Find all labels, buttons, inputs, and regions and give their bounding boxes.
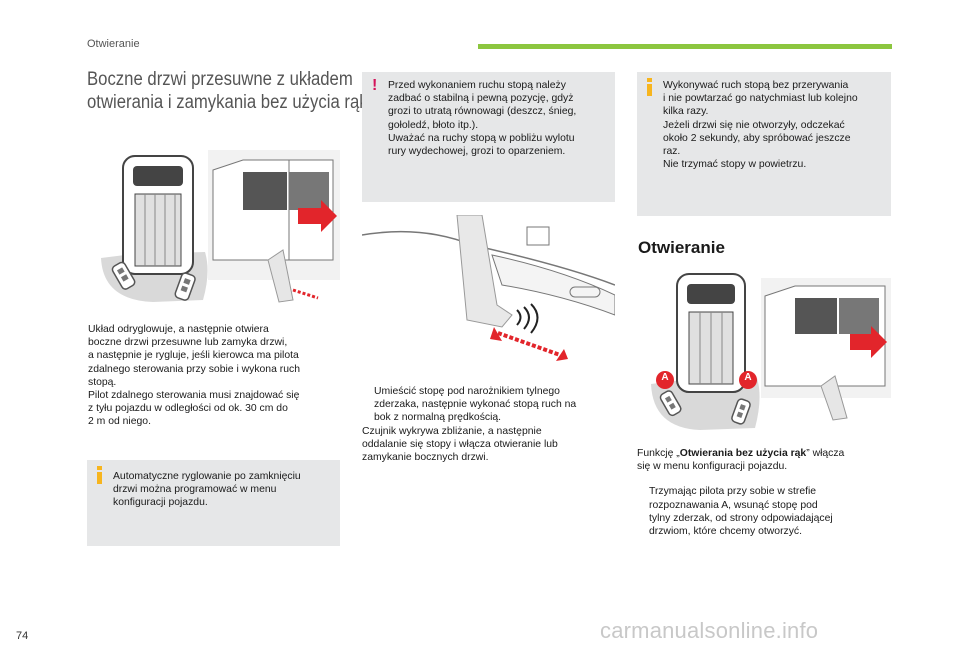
info-line: Wykonywać ruch stopą bez przerywania — [663, 80, 849, 91]
info-line: Nie trzymać stopy w powietrzu. — [663, 159, 807, 171]
bullet-item: Trzymając pilota przy sobie w strefie ro… — [637, 485, 893, 538]
info-box-autolock: Automatyczne ryglowanie po zamknięciu dr… — [87, 460, 340, 546]
page-title: Boczne drzwi przesuwne z układem otwiera… — [87, 68, 368, 114]
col1-line: zdalnego sterowania przy sobie i wykona … — [88, 363, 300, 375]
section-rule — [478, 44, 892, 49]
illustration-van-zones: A A — [645, 268, 891, 433]
info-line: Automatyczne ryglowanie po zamknięciu — [113, 471, 301, 482]
warning-line: Uważać na ruchy stopą w pobliżu wylotu — [388, 132, 575, 144]
bullet-line: Umieścić stopę pod narożnikiem tylnego — [374, 386, 560, 397]
function-line-1: Funkcję „Otwierania bez użycia rąk” włąc… — [637, 447, 893, 460]
subheading-opening: Otwieranie — [638, 238, 725, 257]
info-line: około 2 sekundy, aby spróbować jeszcze — [663, 132, 851, 144]
illustration-foot-under-bumper — [362, 215, 615, 375]
info-line: drzwi można programować w menu — [113, 484, 277, 496]
col1-line: z tyłu pojazdu w odległości od ok. 30 cm… — [88, 403, 288, 415]
bullet-line: rozpoznawania A, wsunąć stopę pod — [649, 499, 818, 511]
col2-line: zamykanie bocznych drzwi. — [362, 452, 489, 464]
info-line: kilka razy. — [663, 106, 709, 118]
illustration-van-top-and-side — [93, 150, 340, 310]
warning-line: zadbać o stabilną i pewną pozycję, gdyż — [388, 93, 574, 105]
bullet-line: drzwiom, które chcemy otworzyć. — [649, 526, 803, 538]
info-line: raz. — [663, 146, 681, 158]
zone-a-left-label: A — [661, 372, 669, 383]
warning-box: ! Przed wykonaniem ruchu stopą należy za… — [362, 72, 615, 202]
page-number: 74 — [16, 630, 29, 642]
bullet-item: Umieścić stopę pod narożnikiem tylnego z… — [362, 385, 617, 425]
function-bold: Otwierania bez użycia rąk — [679, 448, 807, 459]
info-line: Jeżeli drzwi się nie otworzyły, odczekać — [663, 119, 845, 131]
zone-a-right-label: A — [744, 372, 752, 383]
col1-line: 2 m od niego. — [88, 416, 151, 428]
function-line-2: się w menu konfiguracji pojazdu. — [637, 461, 788, 473]
col1-line: Układ odryglowuje, a następnie otwiera — [88, 324, 269, 335]
function-pre: Funkcję „ — [637, 448, 680, 459]
info-box-movement: Wykonywać ruch stopą bez przerywania i n… — [637, 72, 891, 216]
title-line-2: otwierania i zamykania bez użycia rąk — [87, 92, 368, 113]
info-icon — [97, 466, 102, 484]
warning-line: rury wydechowej, grozi to oparzeniem. — [388, 146, 566, 158]
bullet-line: Trzymając pilota przy sobie w strefie — [649, 486, 817, 498]
warning-line: grozi to utratą równowagi (deszcz, śnieg… — [388, 106, 577, 118]
zone-a-right-marker — [739, 371, 757, 389]
col2-instructions: Umieścić stopę pod narożnikiem tylnego z… — [362, 385, 617, 464]
col1-description: Układ odryglowuje, a następnie otwiera b… — [88, 323, 340, 429]
zone-a-left-marker — [656, 371, 674, 389]
info-icon — [647, 78, 652, 96]
info-line: i nie powtarzać go natychmiast lub kolej… — [663, 93, 858, 105]
info-line: konfiguracji pojazdu. — [113, 497, 208, 509]
section-label: Otwieranie — [87, 38, 140, 50]
col2-line: oddalanie się stopy i włącza otwieranie … — [362, 438, 558, 450]
function-post: ” włącza — [806, 448, 845, 459]
col1-line: stopą. — [88, 376, 117, 388]
col3-description: Funkcję „Otwierania bez użycia rąk” włąc… — [637, 447, 893, 538]
warning-icon: ! — [372, 77, 378, 94]
col1-line: a następnie je rygluje, jeśli kierowca m… — [88, 350, 299, 362]
bullet-line: bok z normalną prędkością. — [374, 412, 502, 424]
col2-line: Czujnik wykrywa zbliżanie, a następnie — [362, 425, 542, 437]
col1-line: Pilot zdalnego sterowania musi znajdować… — [88, 390, 300, 402]
bullet-line: tylny zderzak, od strony odpowiadającej — [649, 512, 833, 524]
watermark: carmanualsonline.info — [600, 618, 819, 643]
warning-line: Przed wykonaniem ruchu stopą należy — [388, 80, 566, 91]
warning-line: gołoledź, błoto itp.). — [388, 119, 479, 131]
bullet-line: zderzaka, następnie wykonać stopą ruch n… — [374, 399, 577, 411]
title-line-1: Boczne drzwi przesuwne z układem — [87, 69, 353, 90]
col1-line: boczne drzwi przesuwne lub zamyka drzwi, — [88, 337, 288, 349]
